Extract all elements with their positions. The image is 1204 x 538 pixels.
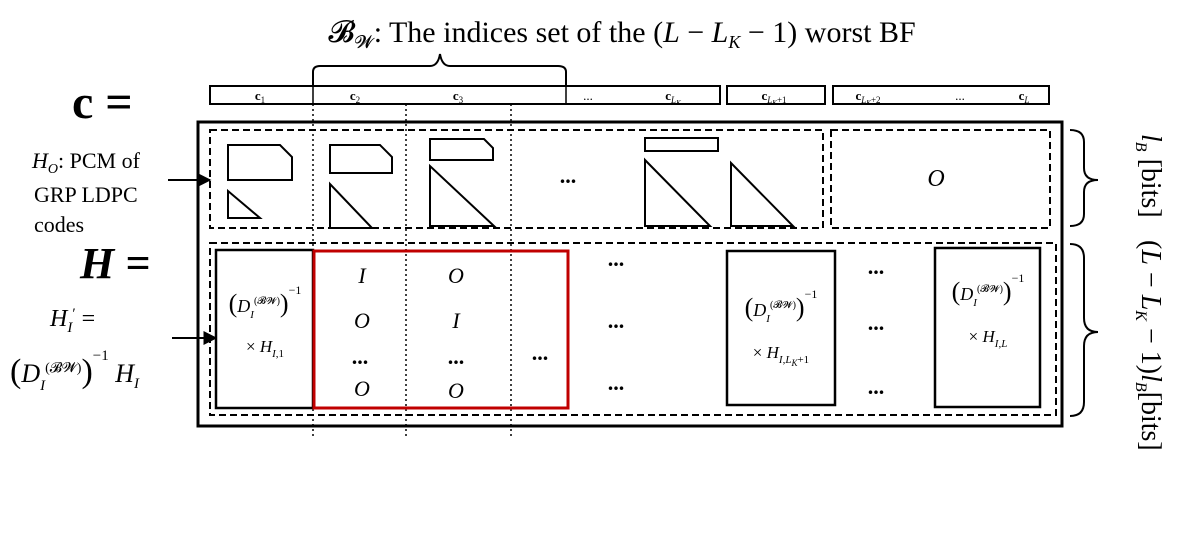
c-vector: c1 c2 c3 ... cLK cLK+1 cLK+2 ... cL [209,85,1050,107]
lower-height-brace [1069,243,1099,417]
lower-block-h-i1 [214,248,315,410]
svg-text:...: ... [868,254,885,279]
upper-height-label: lB [bits] [1132,134,1166,218]
identity-row-ellipsis: ... [532,340,549,365]
identity-r3c1: ... [352,344,369,369]
identity-r3c2: ... [448,344,465,369]
lower-region [209,242,1057,416]
hi-annotation-line1: HI′ = [49,306,95,336]
upper-zero-block: O [927,166,944,192]
lower-ellipsis-left: ... ... ... [608,246,625,395]
diagram-title: 𝓑𝓦: The indices set of the (L − LK − 1) … [328,16,915,52]
c-vector-label: c = [72,76,133,129]
identity-r2c2: I [451,308,461,333]
ho-annotation-line2: GRP LDPC [34,182,138,207]
identity-entries: I O O I O O [354,263,464,403]
lower-height-label: (L − LK − 1)lB[bits] [1132,240,1166,451]
svg-text:...: ... [608,308,625,333]
lower-block-2-top: (DI(𝓑𝓦))−1 [745,287,818,325]
ho-region [209,129,824,229]
ho-annotation: HO: PCM of GRP LDPC codes [31,148,212,237]
lower-block-1-top: (DI(𝓑𝓦))−1 [229,283,302,321]
svg-text:...: ... [868,310,885,335]
title-bw-symbol: 𝓑 [328,16,355,49]
identity-r4c2: O [448,378,464,403]
upper-height-brace [1069,129,1099,227]
worst-bf-brace [312,53,567,88]
lower-ellipsis-right: ... ... ... [868,254,885,399]
svg-text:...: ... [608,370,625,395]
ho-shapes [227,137,796,229]
c-entry-ellipsis-1: ... [583,88,593,103]
identity-r4c1: O [354,376,370,401]
h-matrix-frame [196,120,1064,428]
h-matrix-label: H = [79,239,150,288]
ho-annotation-line3: codes [34,212,84,237]
identity-r1c2: O [448,263,464,288]
hi-annotation-line2: (DI(𝓑𝓦))−1 HI [10,348,140,394]
identity-r2c1: O [354,308,370,333]
hi-annotation: HI′ = (DI(𝓑𝓦))−1 HI [10,306,218,394]
lower-block-h-il [933,246,1042,409]
lower-block-h-ilk1 [725,249,837,407]
c-entry-2: c2 [350,88,360,105]
ho-annotation-line1: HO: PCM of [31,148,141,177]
upper-zero-region [830,129,1051,229]
c-entry-1: c1 [255,88,265,105]
svg-text:...: ... [868,374,885,399]
ho-ellipsis: ... [560,163,577,188]
identity-block [312,249,570,410]
lower-block-3-top: (DI(𝓑𝓦))−1 [952,271,1025,309]
c-entry-ellipsis-2: ... [955,88,965,103]
c-entry-l: cL [1019,88,1030,105]
svg-text:...: ... [608,246,625,271]
identity-r1c1: I [357,263,367,288]
c-entry-3: c3 [453,88,464,105]
